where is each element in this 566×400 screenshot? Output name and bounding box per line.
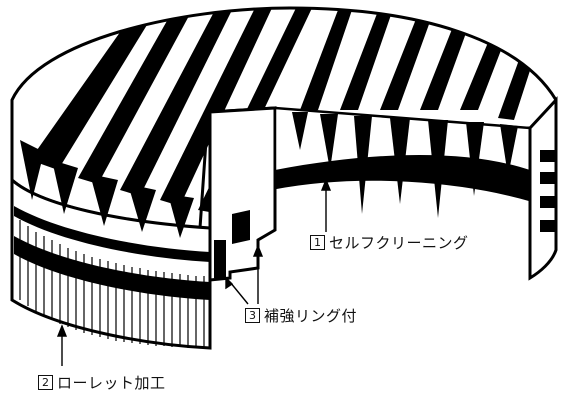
- arrow-reinforcement: [252, 244, 264, 257]
- callout-label-self-cleaning: セルフクリーニング: [329, 234, 469, 252]
- leader-reinforcement-2: [229, 281, 249, 305]
- outer-wall-right: [528, 96, 558, 281]
- callout-self-cleaning: 1 セルフクリーニング: [310, 232, 469, 253]
- arrow-knurling: [56, 324, 68, 337]
- callout-number-1: 1: [310, 235, 325, 250]
- callout-number-3: 3: [245, 308, 260, 323]
- arrow-self-cleaning: [320, 178, 332, 191]
- callout-label-reinforcement-ring: 補強リング付: [264, 307, 358, 325]
- outer-wall-left: [10, 100, 212, 350]
- callout-label-knurling: ローレット加工: [57, 374, 166, 392]
- callout-reinforcement-ring: 3 補強リング付: [245, 305, 357, 326]
- callout-knurling: 2 ローレット加工: [38, 372, 166, 393]
- cutaway-face: [208, 106, 277, 282]
- callout-number-2: 2: [38, 375, 53, 390]
- inner-cutaway: [273, 106, 532, 218]
- leader-arrows: [56, 178, 332, 366]
- arrow-reinforcement-2: [225, 276, 234, 290]
